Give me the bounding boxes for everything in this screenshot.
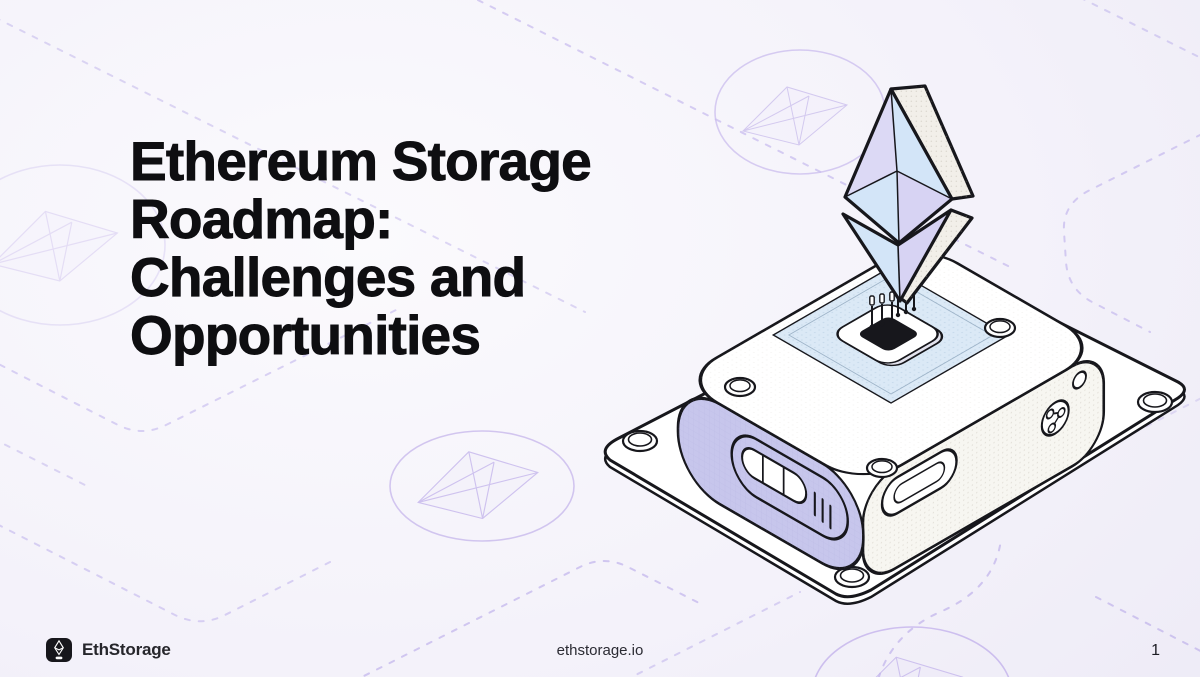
- device-top-face: [698, 252, 1084, 476]
- ethereum-diamond-icon: [54, 639, 64, 656]
- led-dot: [1072, 370, 1087, 390]
- title-line: Ethereum Storage: [130, 130, 593, 192]
- top-screw-holes: [723, 317, 1017, 479]
- title-line: Roadmap:: [130, 188, 394, 250]
- website-url: ethstorage.io: [556, 642, 644, 659]
- chip-socket: [771, 266, 1010, 404]
- slide-footer: EthStorage ethstorage.io 1: [0, 625, 1200, 677]
- device-left-face: [676, 396, 865, 571]
- connector-pins: [869, 282, 917, 330]
- storage-device: [676, 252, 1106, 575]
- ethereum-crystal-icon: [841, 84, 975, 305]
- slider-switch: [730, 434, 849, 541]
- ethstorage-brand: EthStorage: [45, 637, 171, 663]
- screw-holes: [621, 390, 1174, 589]
- port: [880, 448, 958, 517]
- share-nodes-icon: [1040, 399, 1070, 437]
- title-line: Opportunities: [130, 304, 482, 366]
- title-line: Challenges and: [130, 246, 527, 308]
- ethstorage-logo-icon: [46, 638, 72, 662]
- page-number: 1: [1151, 642, 1160, 659]
- slide-title: Ethereum Storage Roadmap: Challenges and…: [130, 130, 750, 366]
- ethereum-wireframe-badges: [0, 49, 1010, 677]
- brand-name: EthStorage: [82, 640, 171, 659]
